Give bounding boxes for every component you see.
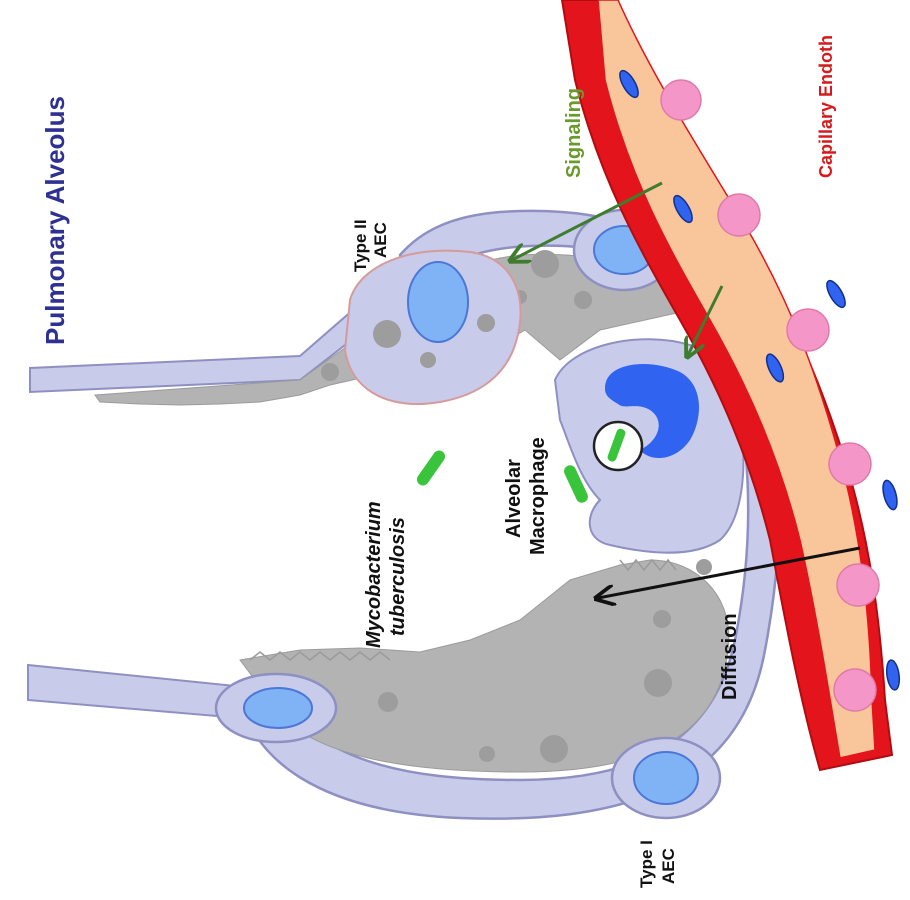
type-ii-aec-nucleus [408,262,468,342]
capillary-endothelium-label: Capillary Endoth [816,35,836,178]
type-i-aec-label-line1: Type I [637,840,656,888]
type-ii-aec-cell [345,251,521,404]
diffusion-label: Diffusion [719,613,741,700]
mycobacterium-label-line1: Mycobacterium [363,501,385,648]
type-i-aec-nucleus [244,688,312,728]
alveolar-macrophage-label-line1: Alveolar [503,459,525,538]
type-ii-aec-label-line1: Type II [351,219,370,272]
alveolar-macrophage-label-line2: Macrophage [527,437,549,555]
type-i-aec-cell-lower [216,674,336,742]
type-i-aec-cell-bottom [612,738,720,818]
type-ii-aec-label-line2: AEC [371,222,390,258]
mycobacterium-label-line2: tuberculosis [387,517,409,636]
bacterium-free-1 [415,448,448,488]
signaling-label: Signaling [563,88,585,178]
title: Pulmonary Alveolus [40,96,70,345]
type-i-aec-label-line2: AEC [659,848,678,884]
